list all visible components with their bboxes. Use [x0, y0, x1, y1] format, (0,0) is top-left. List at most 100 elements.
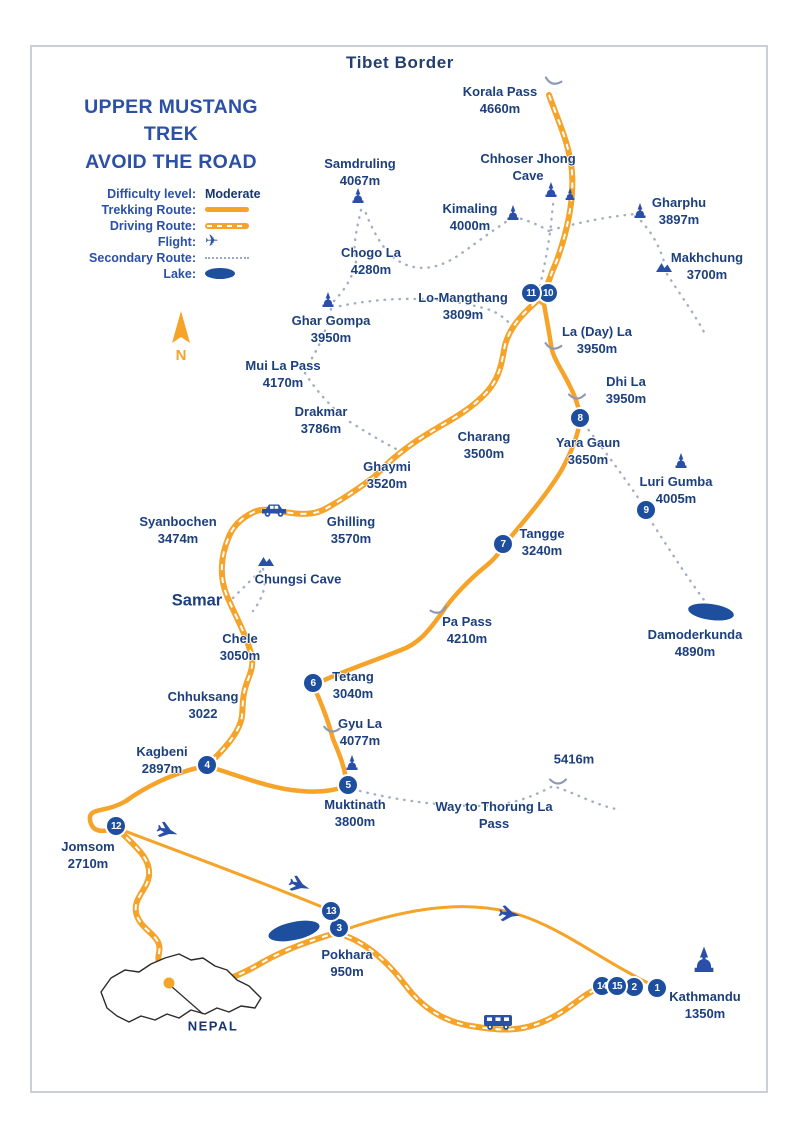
trekking-route-path [87, 301, 583, 834]
label-makhchung: Makhchung 3700m [671, 250, 743, 284]
stupa-icon-gharphu [634, 203, 646, 218]
nepal-outline [100, 953, 262, 1023]
lake-pokhara [268, 920, 320, 942]
mustang-location-dot [163, 977, 175, 989]
legend-row-secondary: Secondary Route: [86, 251, 261, 265]
location-name: Luri Gumba [639, 474, 713, 490]
location-elevation: 4067m [339, 173, 381, 188]
location-name: Chogo La [341, 245, 401, 261]
trekking-route-label: Trekking Route: [101, 202, 196, 217]
label-korala-pass: Korala Pass 4660m [463, 84, 537, 118]
legend: Difficulty level: Moderate Trekking Rout… [86, 187, 261, 283]
nepal-inset-map [100, 953, 262, 1023]
route-marker-14: 14 [593, 977, 611, 995]
location-name: Drakmar [294, 404, 348, 420]
route-marker-4: 4 [198, 756, 216, 774]
inset-leader-line [170, 985, 204, 1015]
location-elevation: 3700m [686, 267, 728, 282]
legend-row-trekking: Trekking Route: [86, 202, 261, 217]
label-ghilling: Ghilling 3570m [327, 514, 375, 548]
location-name: Way to Thorung La Pass [435, 799, 553, 831]
location-name: 5416m [553, 751, 595, 767]
map-title-line1: UPPER MUSTANG TREK [84, 96, 258, 146]
map-title-line2: AVOID THE ROAD [85, 150, 257, 173]
north-arrow-icon [172, 311, 190, 343]
location-elevation: 4660m [479, 101, 521, 116]
map-title: UPPER MUSTANG TREK AVOID THE ROAD [55, 94, 287, 176]
label-la-day-la: La (Day) La 3950m [562, 324, 632, 358]
location-name: Ghaymi [363, 459, 411, 475]
trekking-route-sample-icon [205, 207, 249, 212]
label-samdruling: Samdruling 4067m [324, 156, 396, 190]
route-marker-12: 12 [107, 817, 125, 835]
label-damoderkunda: Damoderkunda 4890m [648, 627, 743, 661]
location-elevation: 3050m [219, 648, 261, 663]
location-elevation: 4210m [446, 631, 488, 646]
location-name: Pokhara [321, 947, 373, 963]
location-name: Kathmandu [669, 989, 741, 1005]
temple-icon-kathmandu [694, 946, 714, 972]
flight-route-path [120, 828, 650, 985]
label-pa-pass: Pa Pass 4210m [442, 614, 492, 648]
route-marker-13: 13 [322, 902, 340, 920]
stupa-icon-samdruling [352, 188, 364, 203]
location-elevation: 3520m [366, 476, 408, 491]
label-chhoser-jhong-cave: Chhoser Jhong Cave [480, 151, 576, 185]
location-elevation: 3022 [188, 706, 218, 721]
location-name: Gyu La [337, 716, 383, 732]
location-name: Lo-Mangthang [418, 290, 508, 306]
location-elevation: 4077m [339, 733, 381, 748]
mountain-icon-chungsi-cave [258, 557, 274, 566]
location-name: Tangge [519, 526, 565, 542]
label-drakmar: Drakmar 3786m [295, 404, 348, 438]
location-name: Samar [171, 591, 223, 610]
location-name: Mui La Pass [245, 358, 321, 374]
location-elevation: 4890m [674, 644, 716, 659]
label-ghar-gompa: Ghar Gompa 3950m [292, 313, 371, 347]
location-elevation: 1350m [684, 1006, 726, 1021]
stupa-icon-luri-gumba [675, 453, 687, 468]
location-name: La (Day) La [561, 324, 633, 340]
label-syanbochen: Syanbochen 3474m [139, 514, 216, 548]
label-tangge: Tangge 3240m [519, 526, 564, 560]
label-chungsi-cave: Chungsi Cave [255, 572, 342, 589]
map-frame [30, 45, 768, 1093]
location-name: Tetang [332, 669, 374, 685]
route-marker-3: 3 [330, 919, 348, 937]
label-kathmandu: Kathmandu 1350m [669, 989, 741, 1023]
location-elevation: 4000m [449, 218, 491, 233]
route-marker-15: 15 [608, 977, 626, 995]
label-chele: Chele 3050m [220, 631, 260, 665]
location-name: Syanbochen [139, 514, 217, 530]
legend-row-lake: Lake: [86, 267, 261, 281]
secondary-routes-path [231, 196, 708, 811]
location-elevation: 3650m [567, 452, 609, 467]
label-tetang: Tetang 3040m [332, 669, 374, 703]
route-marker-5: 5 [339, 776, 357, 794]
lake-sample-icon [205, 268, 235, 279]
route-marker-2: 2 [625, 978, 643, 996]
location-elevation: 3809m [442, 307, 484, 322]
route-marker-11: 11 [522, 284, 540, 302]
location-name: Jomsom [61, 839, 115, 855]
driving-route-sample-icon [205, 222, 249, 229]
location-elevation: 950m [330, 964, 364, 979]
location-elevation: 3950m [576, 341, 618, 356]
location-elevation: 4170m [262, 375, 304, 390]
driving-route-label: Driving Route: [109, 218, 196, 233]
label-kimaling: Kimaling 4000m [443, 201, 498, 235]
location-elevation: 3474m [157, 531, 199, 546]
stupa-icon-kimaling [507, 205, 519, 220]
route-marker-1: 1 [648, 979, 666, 997]
location-elevation: 2710m [67, 856, 109, 871]
location-name: Kagbeni [136, 744, 188, 760]
label-way-to-thorung-la-pass: Way to Thorung La Pass [429, 799, 559, 833]
legend-row-difficulty: Difficulty level: Moderate [86, 187, 261, 201]
location-elevation: 3500m [463, 446, 505, 461]
route-marker-6: 6 [304, 674, 322, 692]
label-chhuksang: Chhuksang 3022 [168, 689, 239, 723]
location-elevation: 2897m [141, 761, 183, 776]
location-name: Chungsi Cave [254, 571, 342, 587]
location-name: Gharphu [651, 195, 707, 211]
